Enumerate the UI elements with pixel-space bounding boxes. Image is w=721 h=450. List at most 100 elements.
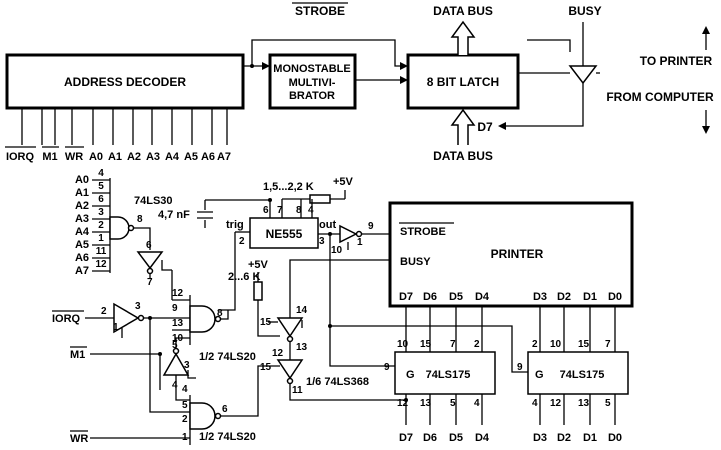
ls20-top-pin10: 10 [172,333,184,344]
latch1-in-1: 15 [420,339,432,350]
ls20-bot-pin4: 4 [182,384,188,395]
latch2-gpin: 9 [517,362,523,373]
ne555-pin3: 3 [319,236,325,247]
printer-pin-d7: D7 [399,291,413,303]
pin-a6: 11 [96,246,107,257]
out2-d0: D0 [608,432,622,444]
ne555-pin4: 4 [308,205,314,216]
iorq-inv-pin3: 3 [135,301,141,312]
dec-in-a6: A6 [201,151,215,163]
ne555-pin2: 2 [239,236,245,247]
wr-label: WR [70,433,88,445]
printer-busy: BUSY [400,256,431,268]
ne555-pin6: 6 [263,205,269,216]
ls20-top-pin9: 9 [172,303,178,314]
d7-label: D7 [477,120,493,134]
ne555-pin8: 8 [296,205,302,216]
iorq-label: IORQ [52,313,81,325]
ls368-pin15b: 15 [260,362,272,373]
strobe-top-label: STROBE [295,4,345,18]
latch2-in-2: 15 [578,339,590,350]
out2-d1: D1 [583,432,597,444]
pin-a7: 12 [95,259,107,270]
dec-in-a2: A2 [127,151,141,163]
ne555-chip [249,217,319,249]
addr-a1: A1 [75,187,89,199]
latch1-out-2: 5 [450,398,456,409]
ls20-top-pin13: 13 [172,318,184,329]
printer-pin-d0: D0 [608,291,622,303]
latch1-in-0: 10 [397,339,409,350]
m1-inv-pin5: 5 [172,340,178,351]
busy-top-label: BUSY [568,4,601,18]
printer-label: PRINTER [491,247,544,261]
ne555-label: NE555 [266,227,303,241]
pin-a1: 5 [98,181,104,192]
to-printer-label: TO PRINTER [640,54,713,68]
out1-d5: D5 [449,432,463,444]
iorq-inv-pin2: 2 [101,306,107,317]
vcc1-label: +5V [333,176,354,188]
out1-d7: D7 [399,432,413,444]
inv-pin6: 6 [146,240,152,251]
addr-a7: A7 [75,265,89,277]
ls30-label: 74LS30 [134,195,173,207]
iorq-inv-pin1: 1 [113,322,119,333]
ls20-top-pin12: 12 [172,288,184,299]
ls368-label: 1/6 74LS368 [306,376,369,388]
ls20-bot-pin5: 5 [182,400,188,411]
dec-in-a1: A1 [108,151,122,163]
iorq-inverter [113,302,140,334]
printer-pin-d4: D4 [475,291,490,303]
ls368-pin13: 13 [296,342,308,353]
latch2-name: 74LS175 [560,369,605,381]
latch1-chip [394,351,496,395]
latch2-out-1: 12 [550,398,562,409]
printer-pin-d2: D2 [557,291,571,303]
latch2-out-0: 4 [532,398,538,409]
out2-d3: D3 [533,432,547,444]
inverter-ls30 [136,251,164,270]
ls368-buf2 [276,359,304,380]
res2-label: 2...6 K [228,271,260,283]
latch1-in-3: 2 [474,339,480,350]
ls20-bot-pin6: 6 [222,404,228,415]
addr-a2: A2 [75,200,89,212]
monostable-label-1: MONOSTABLE [273,63,350,75]
ls20-bot-pin1: 1 [182,432,188,443]
ls368-pin11: 11 [292,385,303,396]
monostable-label-3: BRATOR [289,90,335,102]
data-bus-top-label: DATA BUS [433,4,493,18]
inv-strobe-pin10: 10 [331,245,343,256]
dec-in-a3: A3 [146,151,160,163]
latch2-g: G [535,369,544,381]
m1-inv-pin4: 4 [172,380,178,391]
ls20-top-pin8: 8 [217,308,223,319]
ls20-top-gate [189,305,216,333]
data-bus-bottom-label: DATA BUS [433,149,493,163]
latch1-name: 74LS175 [426,369,471,381]
latch1-in-2: 7 [450,339,456,350]
m1-inv-pin3: 3 [184,360,190,371]
ne555-trig: trig [226,219,244,231]
dec-in-a5: A5 [184,151,198,163]
addr-a4: A4 [75,226,90,238]
printer-pin-d6: D6 [423,291,437,303]
ls30-gate [109,216,130,240]
pin-a5: 1 [98,233,104,244]
latch1-gpin: 9 [384,362,390,373]
addr-a0: A0 [75,174,89,186]
address-decoder-block [5,53,245,110]
printer-block [388,201,634,308]
pin-a0: 4 [98,168,104,179]
inv-pin7: 7 [147,277,153,288]
strobe-inverter [339,224,358,244]
cap-label: 4,7 nF [158,209,190,221]
latch2-chip [527,351,629,395]
printer-pin-d1: D1 [583,291,597,303]
ls368-pin12: 12 [272,348,284,359]
pin-a2: 6 [98,194,104,205]
monostable-label-2: MULTIVI- [289,77,336,89]
address-decoder-label: ADDRESS DECODER [64,75,186,89]
